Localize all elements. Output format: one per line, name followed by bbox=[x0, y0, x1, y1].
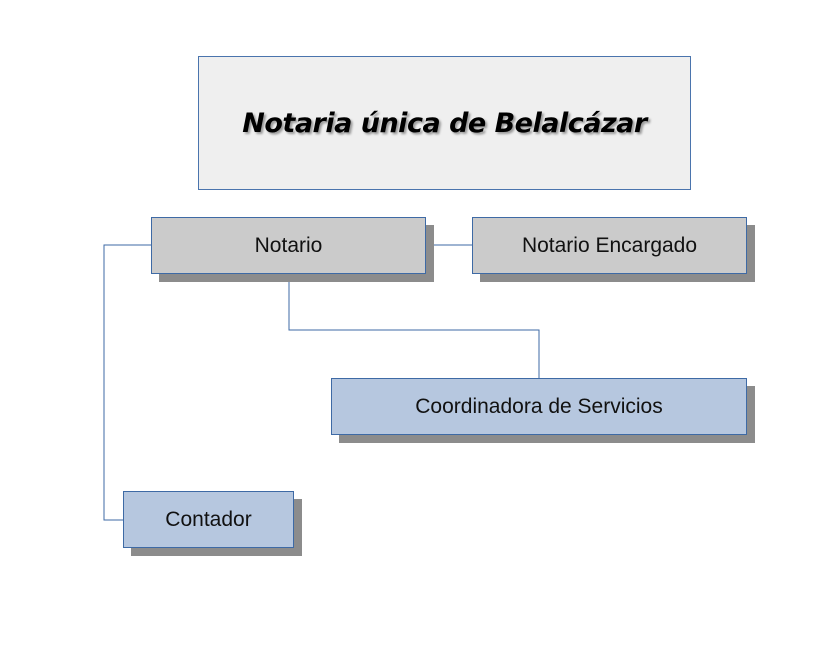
diagram-title: Notaria única de Belalcázar bbox=[242, 107, 647, 139]
node-coordinadora: Coordinadora de Servicios bbox=[331, 378, 747, 435]
node-notario-encargado-label: Notario Encargado bbox=[521, 233, 698, 257]
connector-notario-contador bbox=[103, 244, 151, 521]
node-contador: Contador bbox=[123, 491, 294, 548]
node-notario: Notario bbox=[151, 217, 426, 274]
node-contador-label: Contador bbox=[165, 507, 252, 531]
node-notario-label: Notario bbox=[254, 233, 323, 257]
title-box: Notaria única de Belalcázar bbox=[198, 56, 691, 190]
node-coordinadora-label: Coordinadora de Servicios bbox=[415, 394, 663, 418]
connector-notario-coordinadora bbox=[288, 274, 540, 378]
node-notario-encargado: Notario Encargado bbox=[472, 217, 747, 274]
